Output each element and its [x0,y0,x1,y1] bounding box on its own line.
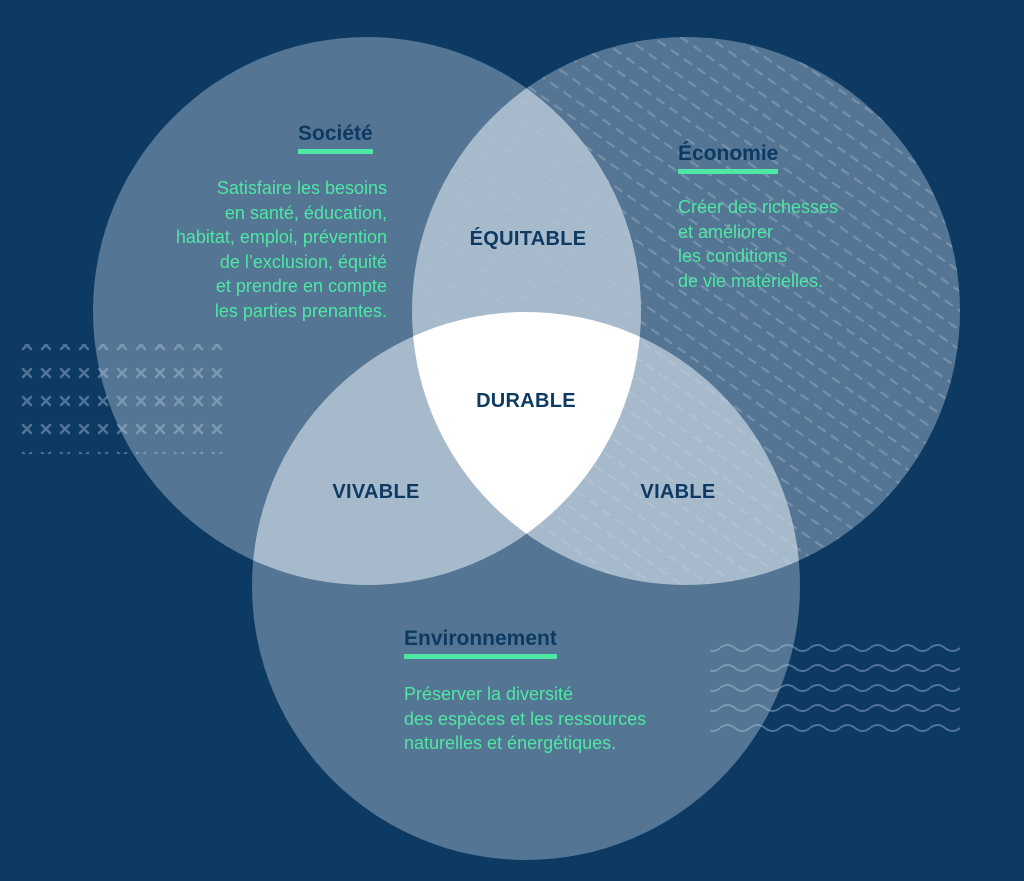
environnement-description: Préserver la diversité des espèces et le… [404,684,647,754]
societe-title: Société [298,122,373,154]
zone-viable: VIABLE [640,481,716,503]
x-pattern-decoration [18,344,223,454]
lens-durable-center [412,312,641,585]
environnement-title: Environnement [404,627,557,659]
zone-equitable: ÉQUITABLE [469,228,587,250]
zone-durable: DURABLE [476,390,576,412]
economie-title: Économie [678,142,779,174]
societe-description: Satisfaire les besoins en santé, éducati… [175,178,387,321]
economie-description: Créer des richesses et améliorer les con… [678,197,839,291]
zone-vivable: VIVABLE [332,481,420,503]
wave-pattern-decoration [710,640,960,740]
